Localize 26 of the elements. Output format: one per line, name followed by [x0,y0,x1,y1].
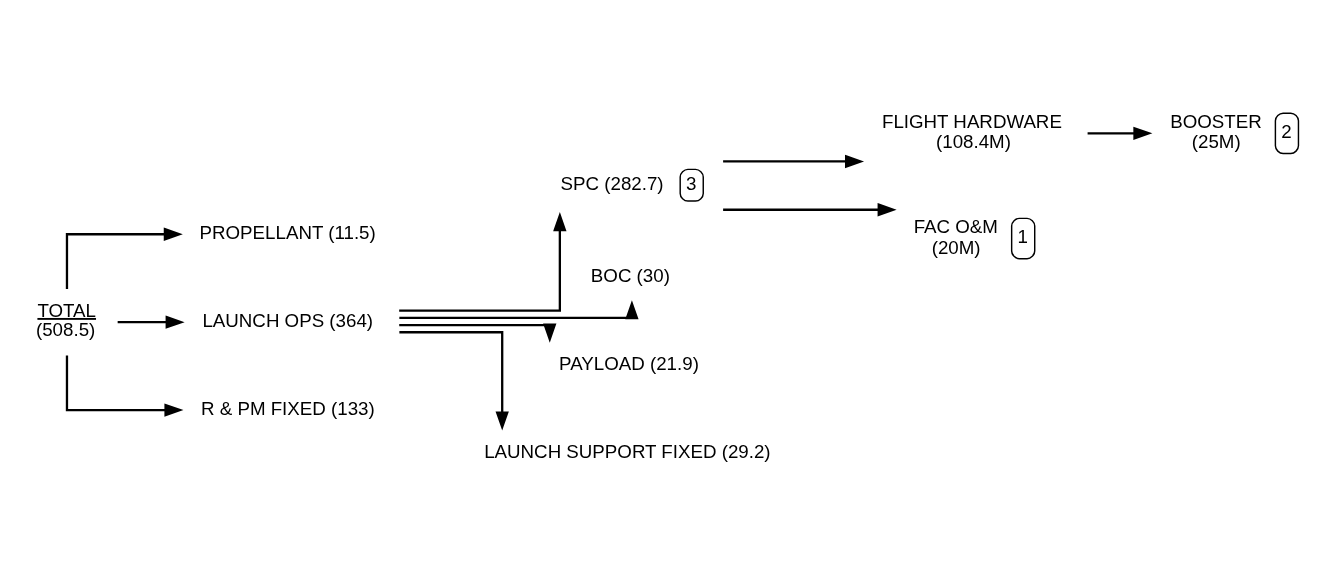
arrow [399,330,509,430]
node-label: SPC (282.7) [560,172,664,194]
arrow [1087,126,1153,140]
node-text: LAUNCH OPS (364) [202,309,374,331]
node-box: 2 [1274,111,1300,154]
node-text: FLIGHT HARDWARE (108.4M) [881,110,1062,152]
node-text: BOC (30) [590,264,670,286]
arrow [399,323,557,343]
node-label: BOOSTER [1170,110,1262,132]
arrow [117,314,185,329]
node-text: TOTAL (508.5) [35,299,97,340]
node-label: (20M) [931,236,981,258]
node-box: 1 [1010,217,1036,259]
arrow [65,227,183,289]
arrow [399,299,639,319]
arrow [65,354,184,417]
node-text: LAUNCH SUPPORT FIXED (29.2) [484,440,771,462]
node-text: PROPELLANT (11.5) [199,221,376,243]
node-label: FAC O&M [913,215,998,237]
node-label: (25M) [1191,130,1241,152]
node-box: 3 [679,168,704,202]
arrow [723,202,897,216]
arrow [723,154,865,168]
node-text: PAYLOAD (21.9) [559,352,699,374]
arrow [399,211,567,312]
node-text: R & PM FIXED (133) [201,397,375,419]
